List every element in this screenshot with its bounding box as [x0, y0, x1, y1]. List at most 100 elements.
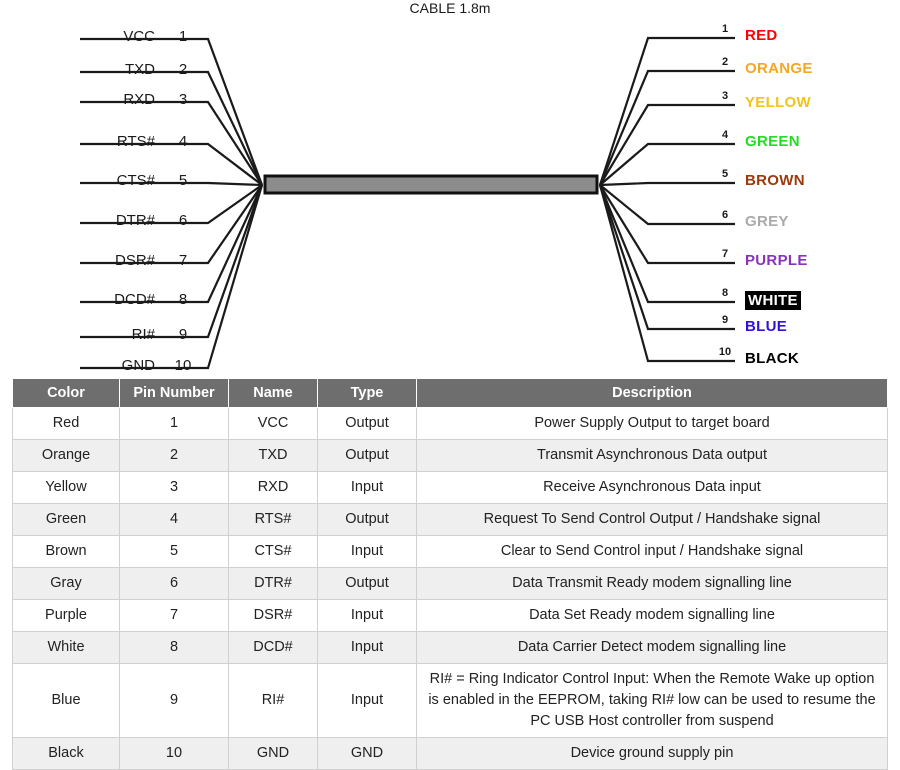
wire-color-label: BLACK: [745, 350, 799, 367]
cell-color: Blue: [12, 663, 120, 739]
cell-description: Receive Asynchronous Data input: [416, 471, 888, 505]
pinout-table: Color Pin Number Name Type Description R…: [12, 378, 888, 770]
right-pin-number: 8: [721, 287, 729, 299]
cell-description: Data Carrier Detect modem signalling lin…: [416, 631, 888, 665]
left-pin-name: RI#: [131, 326, 155, 343]
cell-description: Data Transmit Ready modem signalling lin…: [416, 567, 888, 601]
right-pin-number: 1: [721, 23, 729, 35]
cell-description: Device ground supply pin: [416, 737, 888, 770]
wire-color-label: PURPLE: [745, 252, 808, 269]
cell-color: Green: [12, 503, 120, 537]
cell-description: Request To Send Control Output / Handsha…: [416, 503, 888, 537]
left-pin-number: 4: [178, 133, 188, 150]
cell-name: RXD: [228, 471, 318, 505]
left-wire: [80, 184, 263, 304]
left-pin-name: RTS#: [116, 133, 155, 150]
left-wire: [80, 184, 263, 225]
right-pin-number: 7: [721, 248, 729, 260]
cell-pin-number: 10: [119, 737, 229, 770]
left-pin-number: 7: [178, 252, 188, 269]
right-wire: [598, 184, 735, 331]
cell-color: White: [12, 631, 120, 665]
left-pin-number: 10: [174, 357, 192, 374]
left-wire-group: [80, 37, 264, 370]
cell-type: Input: [317, 535, 417, 569]
header-type: Type: [317, 378, 417, 408]
cell-name: DTR#: [228, 567, 318, 601]
right-pin-number: 2: [721, 56, 729, 68]
left-wire: [80, 37, 264, 186]
cell-pin-number: 9: [119, 663, 229, 739]
cell-color: Red: [12, 406, 120, 441]
left-pin-number: 1: [178, 28, 188, 45]
cell-type: Output: [317, 439, 417, 473]
left-pin-number: 3: [178, 91, 188, 108]
cell-name: DCD#: [228, 631, 318, 665]
right-wire: [599, 142, 735, 186]
cell-pin-number: 1: [119, 406, 229, 441]
left-pin-name: DSR#: [114, 252, 155, 269]
cell-name: TXD: [228, 439, 318, 473]
cell-pin-number: 2: [119, 439, 229, 473]
cell-color: Yellow: [12, 471, 120, 505]
wire-color-label: GREEN: [745, 133, 800, 150]
cell-name: RI#: [228, 663, 318, 739]
cell-pin-number: 6: [119, 567, 229, 601]
wire-color-label: BLUE: [745, 318, 788, 335]
cell-type: Output: [317, 406, 417, 441]
right-wire: [599, 184, 735, 226]
cell-pin-number: 7: [119, 599, 229, 633]
cell-type: Input: [317, 471, 417, 505]
left-pin-number: 5: [178, 172, 188, 189]
right-pin-number: 4: [721, 129, 729, 141]
cell-name: DSR#: [228, 599, 318, 633]
cell-pin-number: 4: [119, 503, 229, 537]
right-pin-number: 9: [721, 314, 729, 326]
left-pin-name: CTS#: [116, 172, 155, 189]
cell-name: CTS#: [228, 535, 318, 569]
right-wire: [599, 181, 735, 187]
right-wire: [599, 103, 735, 186]
right-pin-number: 5: [721, 168, 729, 180]
left-pin-name: DCD#: [114, 291, 155, 308]
cell-type: Output: [317, 567, 417, 601]
left-wire: [80, 142, 263, 186]
right-wire: [598, 184, 735, 363]
left-pin-name: RXD: [123, 91, 155, 108]
left-wire: [80, 100, 263, 186]
diagram-wiring-svg: [80, 36, 735, 370]
cell-description: RI# = Ring Indicator Control Input: When…: [416, 663, 888, 739]
left-wire: [80, 181, 263, 187]
left-wire: [80, 184, 263, 265]
cell-type: Input: [317, 599, 417, 633]
wire-color-label: ORANGE: [745, 60, 813, 77]
cell-type: Input: [317, 631, 417, 665]
wire-color-label: GREY: [745, 213, 789, 230]
cell-type: GND: [317, 737, 417, 770]
wire-color-label: WHITE: [745, 291, 801, 310]
cell-name: VCC: [228, 406, 318, 441]
cell-pin-number: 5: [119, 535, 229, 569]
left-wire: [80, 184, 264, 370]
cell-name: GND: [228, 737, 318, 770]
left-pin-name: TXD: [125, 61, 155, 78]
right-pin-number: 3: [721, 90, 729, 102]
cell-color: Purple: [12, 599, 120, 633]
left-pin-number: 2: [178, 61, 188, 78]
right-wire: [598, 36, 735, 186]
cell-description: Power Supply Output to target board: [416, 406, 888, 441]
left-pin-name: VCC: [123, 28, 155, 45]
right-pin-number: 6: [721, 209, 729, 221]
